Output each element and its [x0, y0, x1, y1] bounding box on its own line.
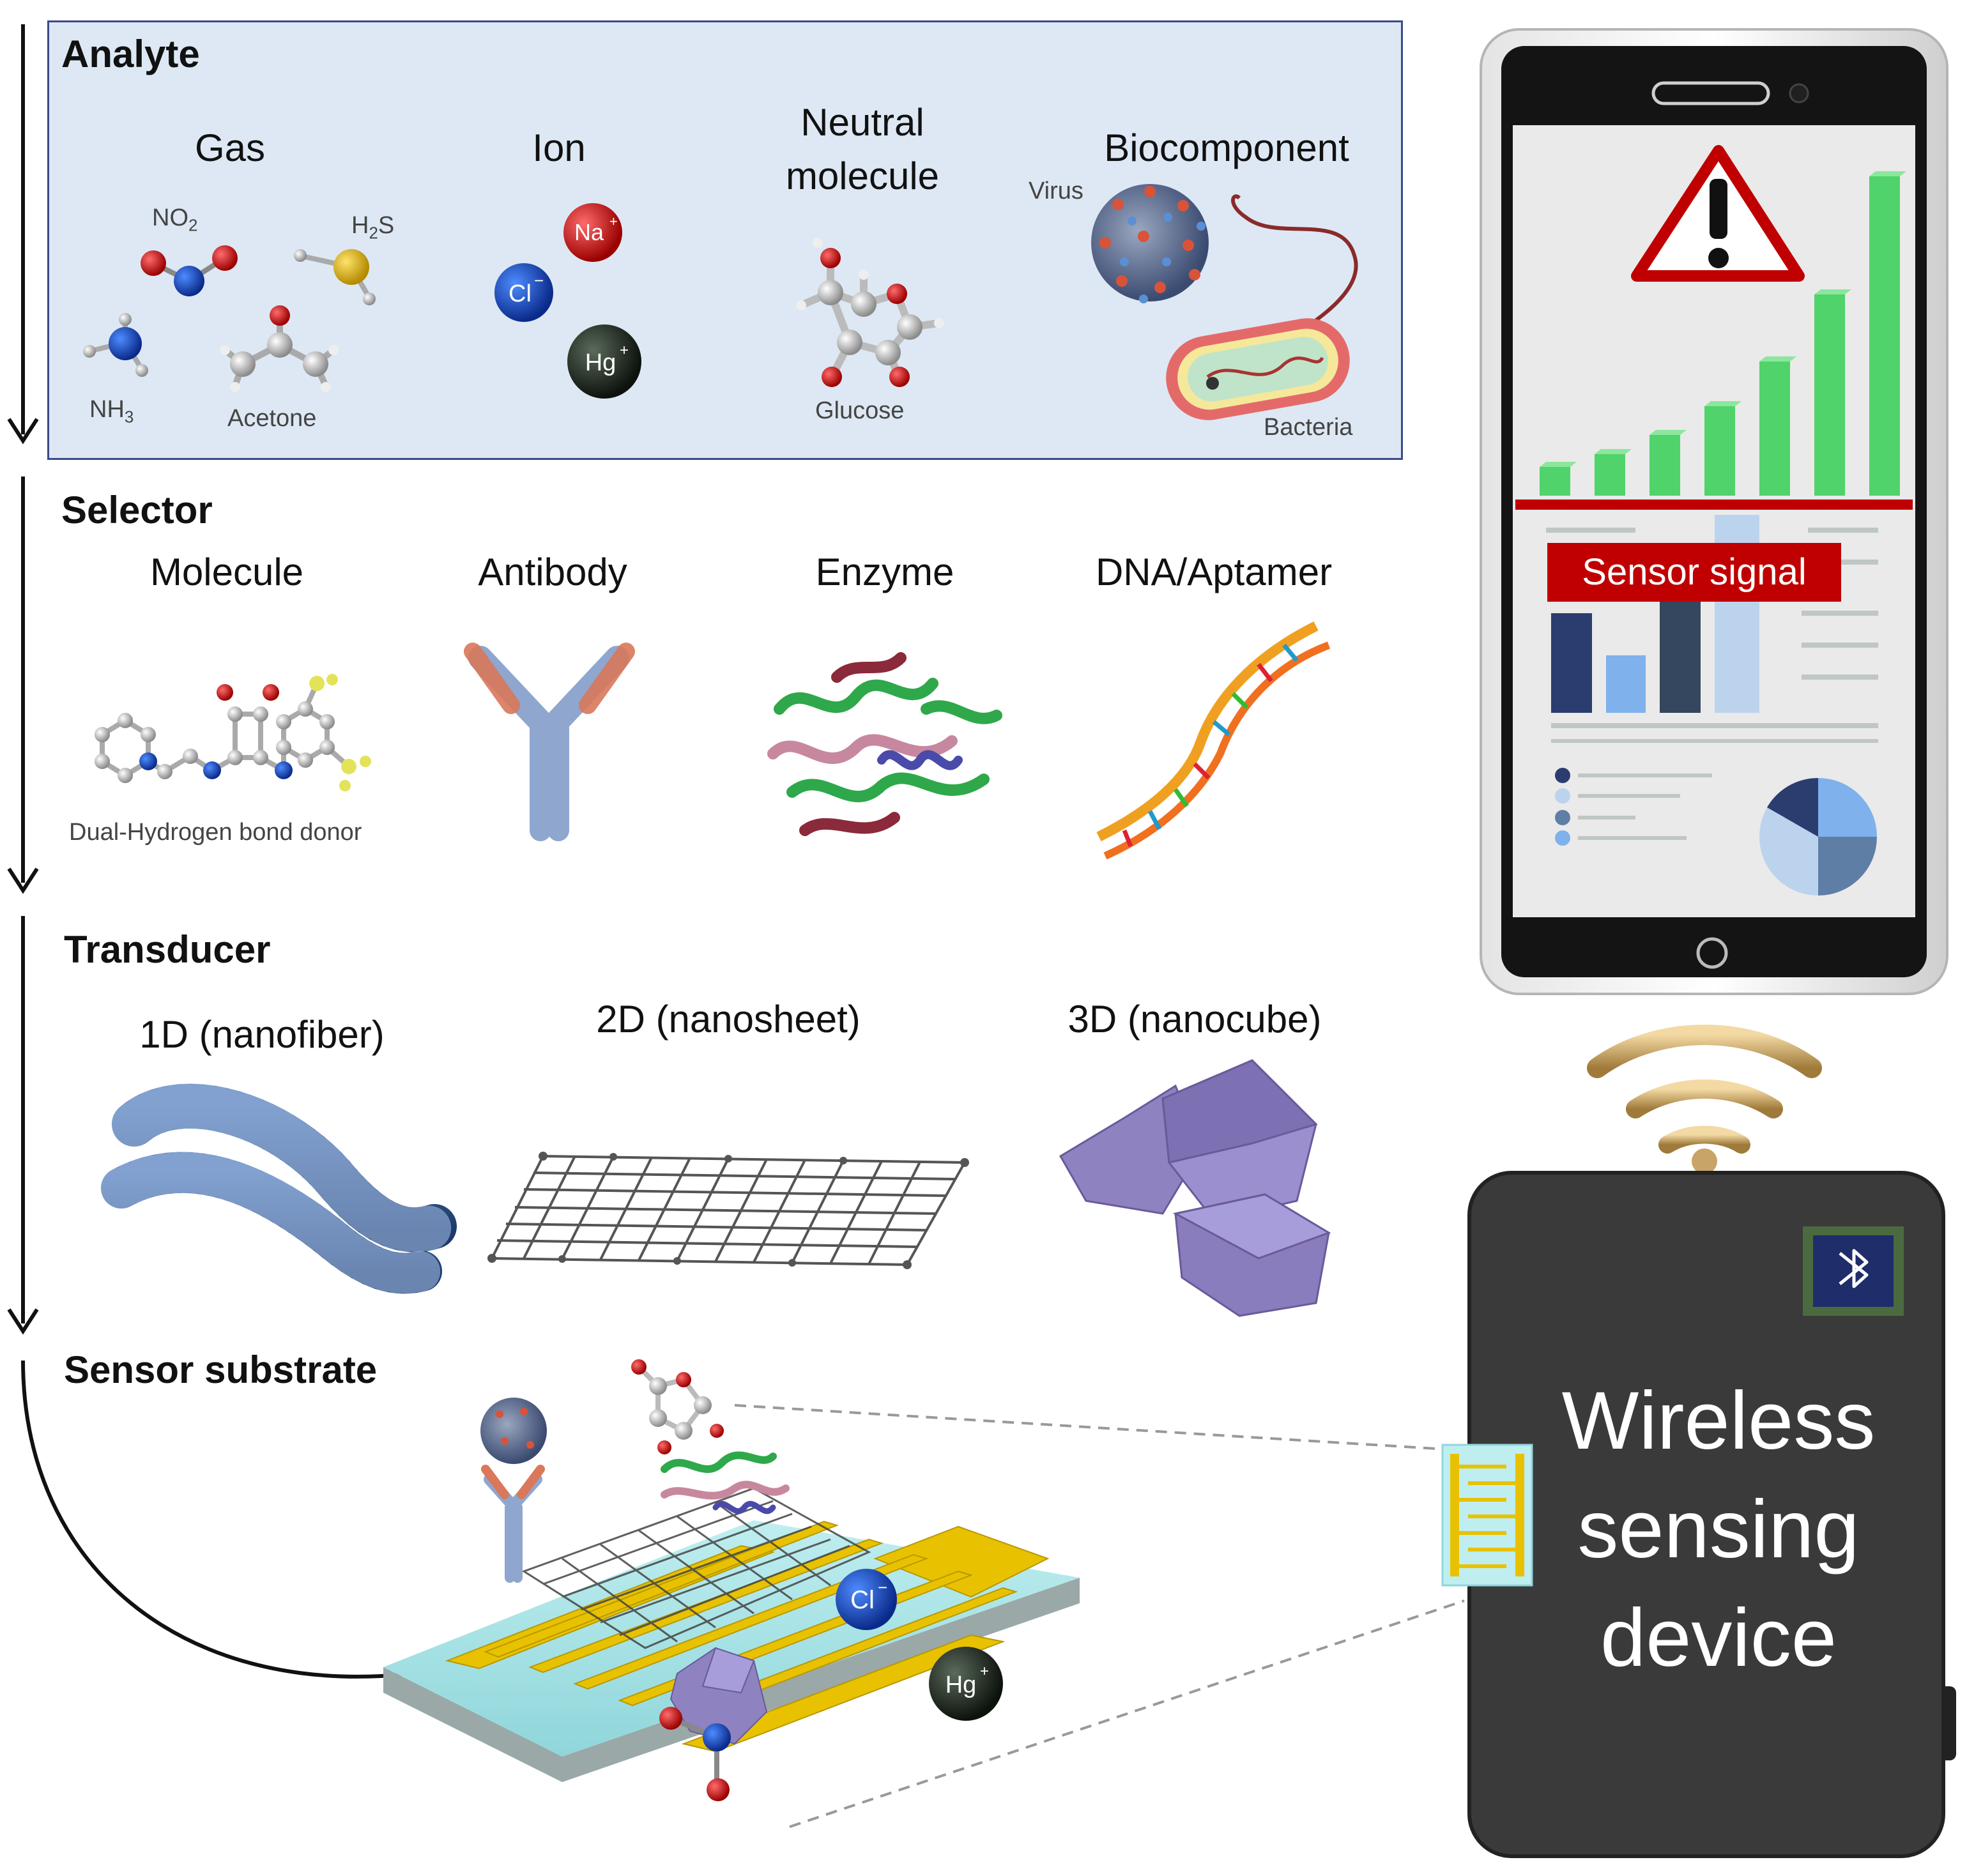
signal-bar — [1869, 176, 1900, 496]
svg-text:Cl: Cl — [509, 280, 532, 307]
phone-home-button — [1696, 937, 1728, 969]
virus-label: Virus — [1029, 178, 1083, 204]
selector-item-enzyme: Enzyme — [815, 551, 954, 593]
dna-double-helix — [1096, 621, 1331, 860]
substrate-cl-ion: Cl− — [836, 1569, 897, 1630]
no2-molecule — [141, 245, 238, 296]
signal-bar-top — [1704, 401, 1741, 406]
h2s-label: H2S — [351, 212, 395, 243]
wireless-sensing-device — [1441, 1171, 1956, 1858]
signal-bar-top — [1759, 356, 1796, 362]
gas-label: Gas — [194, 126, 266, 169]
signal-bar — [1540, 467, 1570, 496]
substrate-enzyme — [661, 1451, 790, 1514]
signal-bar-top — [1540, 462, 1577, 467]
signal-bar-top — [1814, 289, 1851, 294]
transducer-item-1d: 1D (nanofiber) — [139, 1013, 385, 1056]
analyte-title: Analyte — [61, 33, 200, 75]
substrate-antibody — [481, 1465, 545, 1583]
zoom-lines — [734, 1404, 1465, 1828]
no2-label: NO2 — [152, 204, 198, 235]
substrate-hg-text: Hg — [945, 1672, 977, 1698]
acetone-molecule — [220, 305, 339, 392]
dashboard-widgets — [1546, 515, 1878, 896]
signal-bar — [1595, 454, 1625, 496]
signal-bar — [1759, 362, 1790, 496]
dual-hydrogen-bond-donor-caption: Dual-Hydrogen bond donor — [69, 819, 362, 846]
flow-arrow-1-head — [7, 418, 39, 445]
phone-speaker — [1651, 81, 1770, 105]
device-sensor-chip — [1441, 1444, 1533, 1587]
selector-item-molecule: Molecule — [149, 551, 304, 593]
sensor-substrate-title: Sensor substrate — [64, 1348, 378, 1391]
cl-ion: Cl− — [494, 263, 553, 322]
warning-icon — [1631, 145, 1805, 282]
svg-text:+: + — [980, 1663, 989, 1680]
selector-item-antibody: Antibody — [478, 551, 627, 593]
svg-text:−: − — [534, 271, 544, 290]
svg-text:Na: Na — [574, 219, 604, 245]
nanosheet-2d — [487, 1152, 969, 1269]
signal-bar-top — [1595, 449, 1632, 454]
wireless-sensing-device-label: Wireless sensing device — [1561, 1375, 1876, 1684]
flow-arrow-2-head — [7, 867, 39, 894]
pie-widget — [1759, 777, 1877, 896]
selector-title: Selector — [61, 489, 213, 531]
neutral-molecule-label: Neutral molecule — [785, 101, 940, 197]
signal-bar-chart — [1540, 171, 1906, 496]
nanofiber-1d — [101, 1083, 457, 1294]
signal-bar — [1649, 435, 1680, 496]
transducer-title: Transducer — [64, 928, 271, 971]
smartphone — [1480, 28, 1948, 995]
flow-arrows — [7, 24, 661, 1679]
svg-text:−: − — [878, 1578, 887, 1597]
acetone-label: Acetone — [227, 405, 317, 432]
signal-bar — [1704, 406, 1735, 496]
nh3-label: NH3 — [89, 396, 134, 427]
substrate-glucose — [631, 1359, 724, 1454]
svg-text:+: + — [620, 342, 629, 359]
na-ion: Na + — [563, 203, 622, 262]
nh3-molecule — [83, 313, 148, 377]
signal-bar-top — [1869, 171, 1906, 176]
substrate-nanocube — [670, 1647, 768, 1745]
substrate-nanosheet — [521, 1487, 871, 1649]
substrate-virus — [480, 1398, 547, 1464]
svg-text:Hg: Hg — [585, 349, 616, 376]
substrate-no2 — [659, 1707, 731, 1801]
svg-text:+: + — [609, 213, 618, 229]
h2s-molecule — [294, 249, 376, 305]
nanocube-3d — [1059, 1059, 1331, 1317]
substrate-cl-text: Cl — [850, 1586, 875, 1614]
bacteria-label: Bacteria — [1264, 414, 1353, 441]
flow-arrow-3-head — [7, 1308, 39, 1335]
bacteria-cell — [1166, 194, 1358, 420]
enzyme-protein — [767, 652, 1002, 836]
sensor-substrate: Cl− Hg+ — [383, 1359, 1080, 1801]
signal-bar — [1814, 294, 1845, 496]
signal-bar-top — [1649, 430, 1687, 435]
substrate-hg-ion: Hg+ — [929, 1647, 1003, 1721]
glucose-molecule — [796, 238, 944, 387]
selector-item-dna-aptamer: DNA/Aptamer — [1095, 551, 1333, 593]
biocomponent-label: Biocomponent — [1104, 126, 1349, 169]
transducer-item-2d: 2D (nanosheet) — [596, 998, 861, 1041]
dual-hydrogen-bond-donor-molecule — [95, 674, 371, 791]
phone-camera — [1789, 83, 1809, 103]
hg-ion: Hg+ — [567, 324, 641, 399]
sensor-signal-banner: Sensor signal — [1547, 543, 1841, 602]
signal-threshold-line — [1515, 500, 1913, 510]
wifi-icon — [1587, 1025, 1822, 1174]
ion-label: Ion — [532, 126, 586, 169]
glucose-label: Glucose — [815, 397, 905, 424]
virus-particle — [1091, 184, 1209, 303]
transducer-item-3d: 3D (nanocube) — [1068, 998, 1322, 1041]
antibody-shape — [464, 643, 635, 841]
